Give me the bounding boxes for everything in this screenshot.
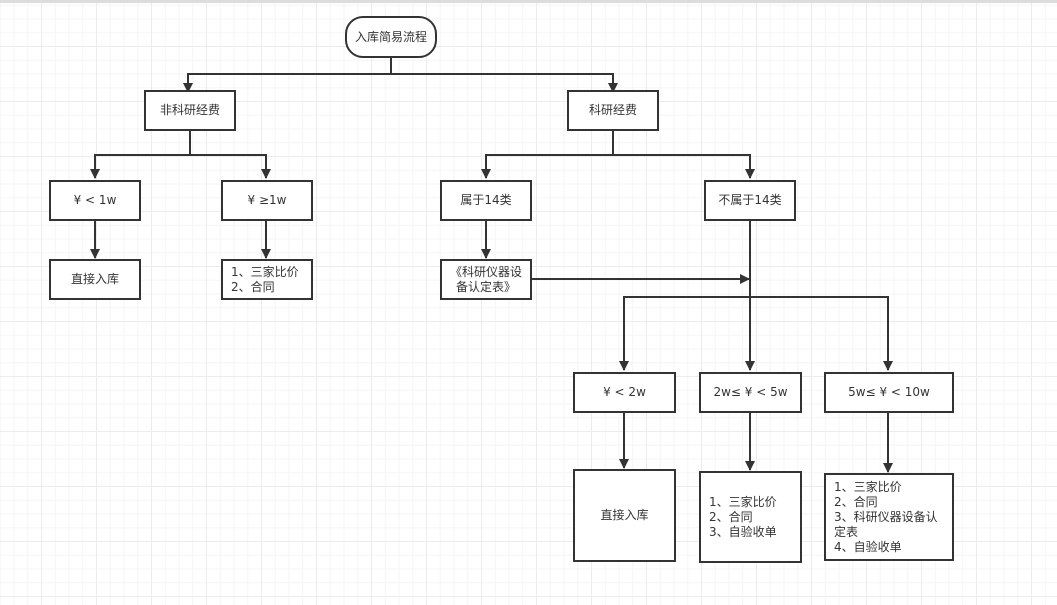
- node-label: 1、三家比价 2、合同: [231, 264, 299, 294]
- node-2w-5w[interactable]: 2w≤ ¥ < 5w: [699, 372, 802, 413]
- edge-start-research: [391, 73, 618, 93]
- node-label: 科研经费: [588, 103, 637, 117]
- node-equipment-form[interactable]: 《科研仪器设 备认定表》: [440, 259, 532, 300]
- node-label: 《科研仪器设 备认定表》: [449, 264, 522, 294]
- edge-research-in14: [481, 130, 614, 179]
- top-bar: [0, 0, 1057, 3]
- node-label: 直接入库: [70, 272, 119, 286]
- node-lt-2w[interactable]: ¥ < 2w: [573, 372, 676, 413]
- node-in-14-categories[interactable]: 属于14类: [440, 180, 532, 221]
- node-steps-2w-5w[interactable]: 1、三家比价 2、合同 3、自验收单: [699, 471, 802, 563]
- node-steps-5w-10w[interactable]: 1、三家比价 2、合同 3、科研仪器设备认 定表 4、自验收单: [824, 473, 954, 561]
- node-start[interactable]: 入库简易流程: [345, 16, 437, 58]
- edge-nonresearch-gte1w: [190, 154, 271, 179]
- node-label: 直接入库: [600, 508, 649, 522]
- node-label: ¥ < 2w: [603, 385, 646, 399]
- node-direct-in-2[interactable]: 直接入库: [573, 469, 676, 562]
- edge-start-non-research: [183, 58, 392, 93]
- node-lt-1w[interactable]: ¥ < 1w: [49, 180, 141, 221]
- node-label: ¥ < 1w: [73, 193, 117, 207]
- node-non-research-funds[interactable]: 非科研经费: [144, 90, 236, 131]
- node-label: 5w≤ ¥ < 10w: [848, 385, 930, 399]
- edge-branch-left: [619, 296, 750, 371]
- node-research-funds[interactable]: 科研经费: [567, 90, 659, 131]
- node-5w-10w[interactable]: 5w≤ ¥ < 10w: [824, 372, 954, 413]
- node-label: 1、三家比价 2、合同 3、自验收单: [709, 494, 777, 539]
- edge-research-notin14: [613, 154, 755, 179]
- node-label: 不属于14类: [718, 193, 782, 207]
- node-label: 属于14类: [460, 193, 512, 207]
- node-label: ¥ ≥1w: [247, 193, 287, 207]
- node-gte-1w[interactable]: ¥ ≥1w: [221, 180, 313, 221]
- node-not-in-14-categories[interactable]: 不属于14类: [704, 180, 796, 221]
- node-direct-in-1[interactable]: 直接入库: [49, 259, 141, 300]
- node-compare-contract[interactable]: 1、三家比价 2、合同: [221, 259, 313, 300]
- node-label: 入库简易流程: [354, 29, 427, 44]
- node-label: 1、三家比价 2、合同 3、科研仪器设备认 定表 4、自验收单: [834, 479, 938, 554]
- node-label: 2w≤ ¥ < 5w: [713, 385, 788, 399]
- edge-nonresearch-lt1w: [90, 130, 191, 179]
- edge-branch-right: [750, 296, 893, 371]
- node-label: 非科研经费: [159, 103, 220, 117]
